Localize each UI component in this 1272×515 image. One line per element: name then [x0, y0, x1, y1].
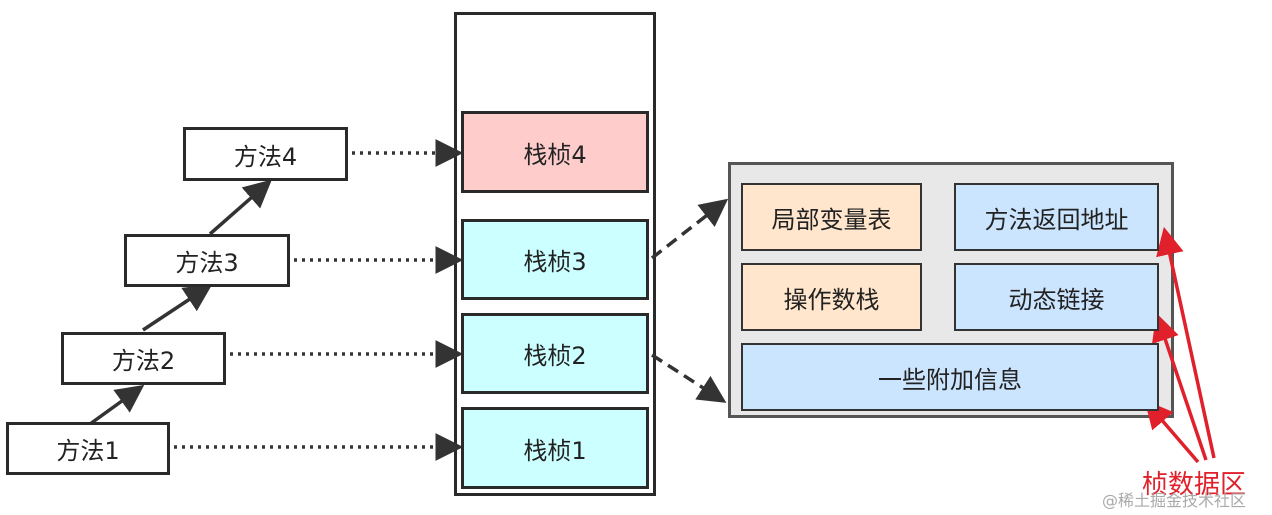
stack-frame-4-label: 栈桢4 — [523, 140, 587, 169]
stack-frame-2-label: 栈桢2 — [523, 342, 587, 370]
red-arrow-extra-info — [1144, 400, 1200, 464]
red-arrow-return-addr — [1156, 226, 1216, 459]
watermark: @稀土掘金技术社区 — [1102, 491, 1247, 510]
method-return-address: 方法返回地址 — [954, 183, 1159, 251]
local-variable-table: 局部变量表 — [741, 183, 922, 251]
method-4-box: 方法4 — [183, 127, 348, 181]
method-return-address-label: 方法返回地址 — [984, 205, 1129, 234]
method-3-label: 方法3 — [175, 249, 239, 277]
method-2-label: 方法2 — [111, 347, 176, 375]
stack-frame-1-label: 栈桢1 — [523, 436, 587, 465]
stack-frame-2: 栈桢2 — [461, 313, 649, 394]
method-4-label: 方法4 — [233, 142, 298, 171]
additional-info: 一些附加信息 — [741, 343, 1159, 411]
local-variable-table-label: 局部变量表 — [771, 205, 892, 234]
red-arrow-dynamic-link — [1152, 313, 1208, 461]
method-1-label: 方法1 — [56, 437, 120, 465]
arrow-method2-to-method3 — [142, 284, 213, 332]
dashed-arrow-frame3-detail — [650, 198, 729, 260]
method-1-box: 方法1 — [6, 422, 170, 475]
method-3-box: 方法3 — [124, 234, 290, 287]
stack-frame-1: 栈桢1 — [461, 407, 649, 489]
operand-stack: 操作数栈 — [741, 263, 922, 331]
arrow-method3-to-method4 — [208, 179, 272, 236]
additional-info-label: 一些附加信息 — [878, 365, 1022, 394]
method-2-box: 方法2 — [61, 332, 226, 385]
arrow-method1-to-method2 — [88, 384, 145, 426]
stack-frame-4: 栈桢4 — [461, 111, 649, 193]
frame-data-area-label: 桢数据区 — [1142, 470, 1247, 500]
dashed-arrow-frame2-detail — [651, 353, 727, 403]
stack-frame-3: 栈桢3 — [461, 219, 649, 300]
stack-frame-3-label: 栈桢3 — [523, 248, 587, 276]
dynamic-linking-label: 动态链接 — [1008, 285, 1105, 314]
operand-stack-label: 操作数栈 — [783, 285, 880, 314]
dynamic-linking: 动态链接 — [954, 263, 1159, 331]
